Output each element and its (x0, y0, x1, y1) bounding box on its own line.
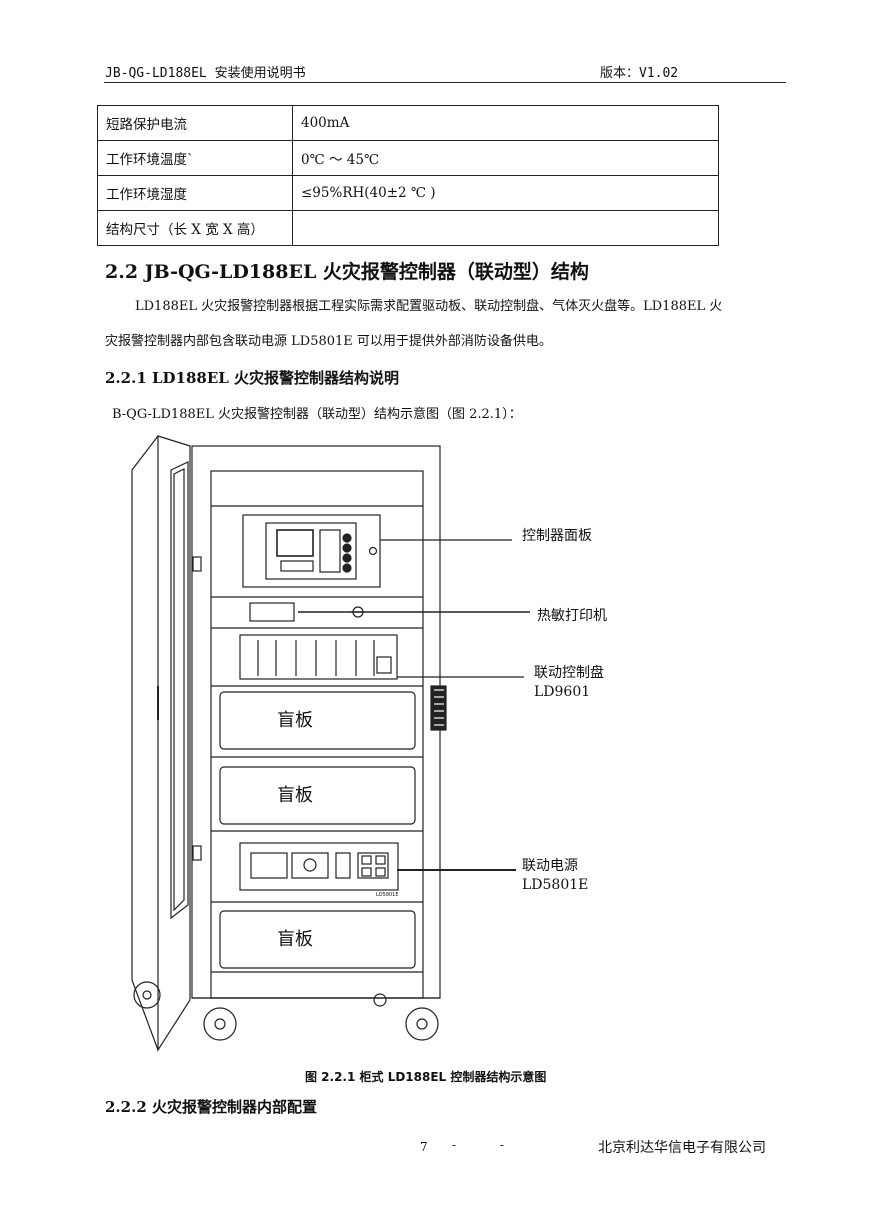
callout-lines (298, 539, 530, 871)
table-row: 工作环境温度` 0℃ ～ 45℃ (97, 140, 719, 176)
footer-page-number: 7 (420, 1140, 428, 1154)
table-row: 短路保护电流 400mA (97, 105, 719, 141)
section-paragraph-line2: 灾报警控制器内部包含联动电源 LD5801E 可以用于提供外部消防设备供电。 (105, 334, 552, 349)
header-divider (104, 82, 786, 83)
spec-value: 0℃ ～ 45℃ (292, 140, 719, 176)
callout-panel: 控制器面板 (522, 528, 592, 544)
header-doc-title: JB-QG-LD188EL 安装使用说明书 (105, 66, 306, 81)
spec-table: 短路保护电流 400mA 工作环境温度` 0℃ ～ 45℃ 工作环境湿度 ≤95… (97, 105, 719, 246)
callout-power: 联动电源 (522, 858, 578, 874)
blank-panel-1 (219, 691, 416, 750)
blank-panel-2 (219, 766, 416, 825)
figure-caption: 图 2.2.1 柜式 LD188EL 控制器结构示意图 (305, 1070, 547, 1084)
callout-linkage-panel-model: LD9601 (534, 684, 591, 700)
callout-printer: 热敏打印机 (537, 608, 607, 624)
power-unit-ld5801e (239, 842, 399, 891)
callout-power-model: LD5801E (522, 877, 589, 893)
spec-value: 400mA (292, 105, 719, 141)
section-heading-2-2-1: 2.2.1 LD188EL 火灾报警控制器结构说明 (105, 369, 400, 387)
section-heading-2-2: 2.2 JB-QG-LD188EL 火灾报警控制器（联动型）结构 (105, 261, 589, 283)
spec-key: 工作环境湿度 (97, 175, 293, 211)
footer-dashes: - - (452, 1138, 524, 1152)
table-row: 工作环境湿度 ≤95%RH(40±2 ℃ ) (97, 175, 719, 211)
spec-value: ≤95%RH(40±2 ℃ ) (292, 175, 719, 211)
cabinet-wheels (203, 993, 439, 1041)
section-heading-2-2-2: 2.2.2 火灾报警控制器内部配置 (105, 1098, 317, 1116)
header-version: 版本：V1.02 (600, 66, 679, 81)
footer-company: 北京利达华信电子有限公司 (598, 1140, 766, 1156)
figure-intro: B-QG-LD188EL 火灾报警控制器（联动型）结构示意图（图 2.2.1）： (112, 407, 522, 422)
controller-panel (242, 514, 381, 588)
spec-key: 结构尺寸（长 X 宽 X 高） (97, 210, 293, 246)
blank-panel-label: 盲板 (277, 929, 313, 950)
callout-linkage-panel: 联动控制盘 (534, 665, 604, 681)
spec-value (292, 210, 719, 246)
cabinet-body (191, 445, 447, 999)
blank-panel-label: 盲板 (277, 785, 313, 806)
power-unit-label: LD5801E (376, 892, 399, 898)
cabinet-door (131, 435, 202, 1053)
table-row: 结构尺寸（长 X 宽 X 高） (97, 210, 719, 246)
section-paragraph-line1: LD188EL 火灾报警控制器根据工程实际需求配置驱动板、联动控制盘、气体灭火盘… (135, 299, 723, 314)
blank-panel-label: 盲板 (277, 710, 313, 731)
linkage-panel-ld9601 (239, 634, 398, 680)
blank-panel-3 (219, 910, 416, 969)
